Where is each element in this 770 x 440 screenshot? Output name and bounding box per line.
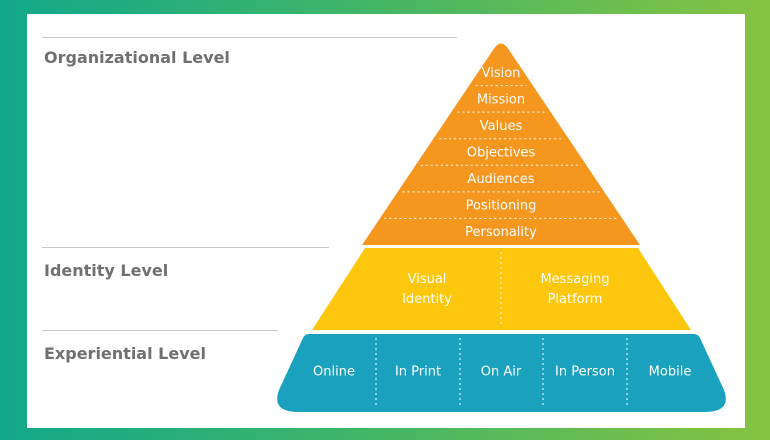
tier-objectives: Objectives [467, 146, 536, 161]
experiential-cell-on-air: On Air [481, 365, 522, 380]
identity-level-label: Identity Level [44, 261, 169, 280]
experiential-cell-in-person: In Person [555, 365, 615, 380]
experiential-cell-online: Online [313, 365, 355, 380]
experiential-rule [42, 330, 278, 331]
experiential-section [277, 334, 726, 412]
experiential-cells: Online In Print On Air In Person Mobile [313, 365, 691, 380]
experiential-dividers [375, 338, 628, 408]
experiential-cell-mobile: Mobile [649, 365, 692, 380]
organizational-section [362, 43, 640, 245]
pyramid-diagram: VisionMissionValuesObjectivesAudiencesPo… [277, 43, 726, 412]
tier-mission: Mission [477, 92, 525, 107]
organizational-level-label: Organizational Level [44, 48, 230, 67]
organizational-rule [42, 37, 457, 38]
organizational-tiers: VisionMissionValuesObjectivesAudiencesPo… [465, 66, 537, 240]
experiential-level-label: Experiential Level [44, 344, 206, 363]
organizational-tier-dividers [384, 85, 618, 219]
diagram-panel: Organizational Level Identity Level Expe… [27, 14, 745, 428]
identity-rule [42, 247, 329, 248]
tier-vision: Vision [482, 66, 521, 81]
tier-audiences: Audiences [467, 172, 534, 187]
experiential-cell-in-print: In Print [395, 365, 441, 380]
tier-positioning: Positioning [466, 199, 537, 214]
tier-personality: Personality [465, 225, 537, 240]
tier-values: Values [480, 119, 523, 134]
